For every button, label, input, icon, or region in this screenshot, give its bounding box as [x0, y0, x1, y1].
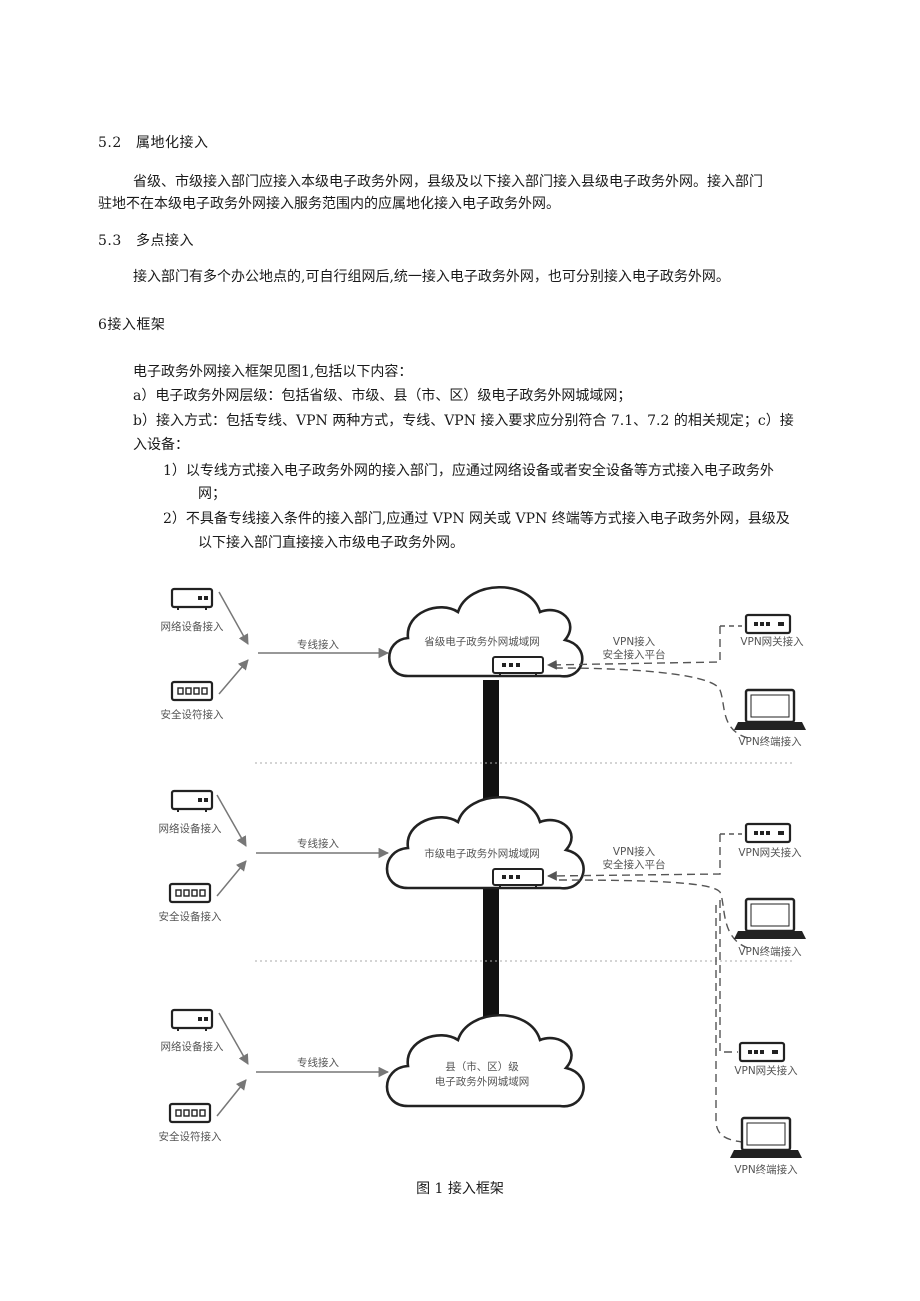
section-5-3-heading: 5.3 多点接入 [98, 231, 194, 251]
access-platform-icon [492, 656, 544, 677]
vpn-terminal-label: VPN终端接入 [734, 1163, 798, 1175]
cloud-label: 市级电子政务外网城域网 [424, 847, 540, 860]
tier-municipal: 网络设备接入 安全设备接入 专线接入 市级电子政务外网城域网 VPN接入 安全接… [159, 789, 808, 1143]
vpn-terminal-icon [732, 897, 808, 941]
leased-line-label: 专线接入 [297, 837, 339, 850]
paragraph-line: 省级、市级接入部门应接入本级电子政务外网，县级及以下接入部门接入县级电子政务外网… [133, 174, 763, 190]
leased-line-label: 专线接入 [297, 638, 339, 651]
security-device-label: 安全设备接入 [159, 910, 222, 923]
network-device-label: 网络设备接入 [159, 822, 222, 835]
cloud-shape [387, 585, 584, 678]
sub-item-2: 2）不具备专线接入条件的接入部门,应通过 VPN 网关或 VPN 终端等方式接入… [163, 511, 790, 527]
vpn-terminal-icon [732, 688, 808, 732]
network-device-label: 网络设备接入 [161, 1040, 224, 1053]
section-title: 多点接入 [136, 233, 194, 249]
vpn-gateway-icon [744, 613, 792, 635]
security-device-label: 安全设符接入 [159, 1130, 222, 1143]
paragraph-line: 驻地不在本级电子政务外网接入服务范围内的应属地化接入电子政务外网。 [98, 196, 560, 212]
cloud-label-line1: 县（市、区）级 [445, 1060, 519, 1073]
sub-item-2-cont: 以下接入部门直接接入市级电子政务外网。 [198, 535, 464, 551]
vpn-access-label: VPN接入 [613, 635, 656, 648]
paragraph-line: 电子政务外网接入框架见图1,包括以下内容： [133, 364, 413, 380]
cloud-label-line2: 电子政务外网城域网 [435, 1075, 530, 1088]
access-platform-icon [492, 868, 544, 889]
section-number: 5.3 [98, 233, 122, 249]
network-device-label: 网络设备接入 [161, 620, 224, 633]
figure-caption: 图 1 接入框架 [416, 1181, 504, 1197]
vpn-gateway-icon [744, 822, 792, 844]
network-device-icon [170, 1008, 214, 1033]
vpn-terminal-icon [728, 1116, 804, 1160]
backbone-link [483, 888, 499, 1028]
security-device-icon [168, 1102, 212, 1124]
vpn-terminal-label: VPN终端接入 [738, 735, 802, 748]
list-item-b-cont: 入设备： [133, 437, 189, 453]
security-device-icon [168, 882, 212, 904]
security-device-label: 安全设符接入 [161, 708, 224, 721]
section-title: 属地化接入 [136, 135, 209, 151]
cloud-label: 省级电子政务外网城域网 [424, 635, 540, 648]
list-item-a: a）电子政务外网层级：包括省级、市级、县（市、区）级电子政务外网城域网； [133, 388, 632, 404]
sub-item-1: 1）以专线方式接入电子政务外网的接入部门，应通过网络设备或者安全设备等方式接入电… [163, 463, 774, 479]
security-platform-label: 安全接入平台 [603, 858, 666, 871]
section-number: 5.2 [98, 135, 122, 151]
access-framework-diagram: 网络设备接入 安全设符接入 专线接入 省级电子政务外网城域网 VPN接入 安全接… [159, 585, 808, 1175]
security-platform-label: 安全接入平台 [603, 648, 666, 661]
section-5-2-heading: 5.2 属地化接入 [98, 133, 209, 153]
vpn-gateway-label: VPN网关接入 [734, 1064, 798, 1077]
network-device-icon [170, 587, 214, 612]
cloud-shape [385, 795, 585, 890]
backbone-link [483, 680, 499, 808]
paragraph-line: 接入部门有多个办公地点的,可自行组网后,统一接入电子政务外网，也可分别接入电子政… [133, 269, 730, 285]
network-device-icon [170, 789, 214, 814]
vpn-gateway-label: VPN网关接入 [738, 846, 802, 859]
security-device-icon [170, 680, 214, 702]
leased-line-label: 专线接入 [297, 1056, 339, 1069]
vpn-gateway-icon [738, 1041, 786, 1063]
tier-county: 网络设备接入 安全设符接入 专线接入 县（市、区）级 电子政务外网城域网 VPN… [159, 1008, 804, 1175]
vpn-terminal-label: VPN终端接入 [738, 945, 802, 958]
tier-provincial: 网络设备接入 安全设符接入 专线接入 省级电子政务外网城域网 VPN接入 安全接… [161, 585, 808, 748]
vpn-access-label: VPN接入 [613, 845, 656, 858]
section-6-heading: 6接入框架 [98, 317, 166, 333]
vpn-gateway-label: VPN网关接入 [740, 635, 804, 648]
cloud-shape [385, 1013, 585, 1108]
list-item-b: b）接入方式：包括专线、VPN 两种方式，专线、VPN 接入要求应分别符合 7.… [133, 413, 794, 429]
sub-item-1-cont: 网； [198, 486, 226, 502]
